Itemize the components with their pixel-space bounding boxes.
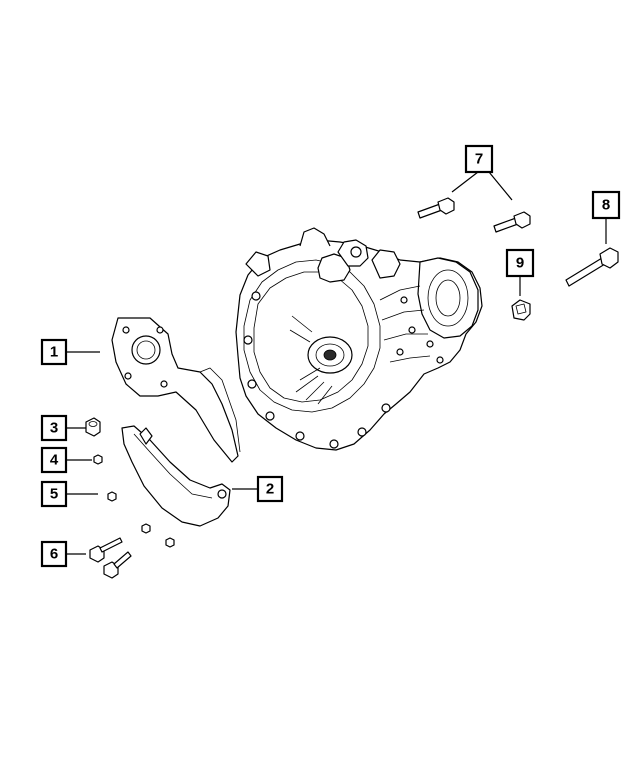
callout-5-label: 5 xyxy=(50,486,58,503)
callout-7: 7 xyxy=(464,144,494,174)
callout-8-label: 8 xyxy=(602,197,610,214)
part-1-plate xyxy=(111,317,241,463)
transmission-assembly xyxy=(235,227,483,451)
part-7-bolts xyxy=(417,197,531,233)
callout-5: 5 xyxy=(40,480,68,508)
callout-1-label: 1 xyxy=(50,344,58,361)
callout-9-label: 9 xyxy=(516,255,524,272)
callout-4-label: 4 xyxy=(50,452,59,469)
callout-8: 8 xyxy=(591,190,621,220)
part-4-nut xyxy=(93,454,103,465)
callout-3: 3 xyxy=(40,414,68,442)
part-6-bolts xyxy=(89,537,132,579)
callout-7-label: 7 xyxy=(475,151,483,168)
part-2-shield xyxy=(121,425,231,527)
part-3-nut xyxy=(85,417,101,437)
part-9-clip xyxy=(511,299,531,321)
callout-9: 9 xyxy=(505,248,535,278)
callout-1: 1 xyxy=(40,338,68,366)
part-5-nuts xyxy=(107,491,175,548)
callout-6: 6 xyxy=(40,540,68,568)
callout-4: 4 xyxy=(40,446,68,474)
leader-7a xyxy=(451,171,479,193)
leader-lines xyxy=(66,171,607,555)
part-8-bolt xyxy=(565,247,619,287)
callout-2-label: 2 xyxy=(266,481,274,498)
callout-3-label: 3 xyxy=(50,420,58,437)
leader-7b xyxy=(488,171,513,201)
callout-2: 2 xyxy=(256,475,284,503)
callout-6-label: 6 xyxy=(50,546,58,563)
